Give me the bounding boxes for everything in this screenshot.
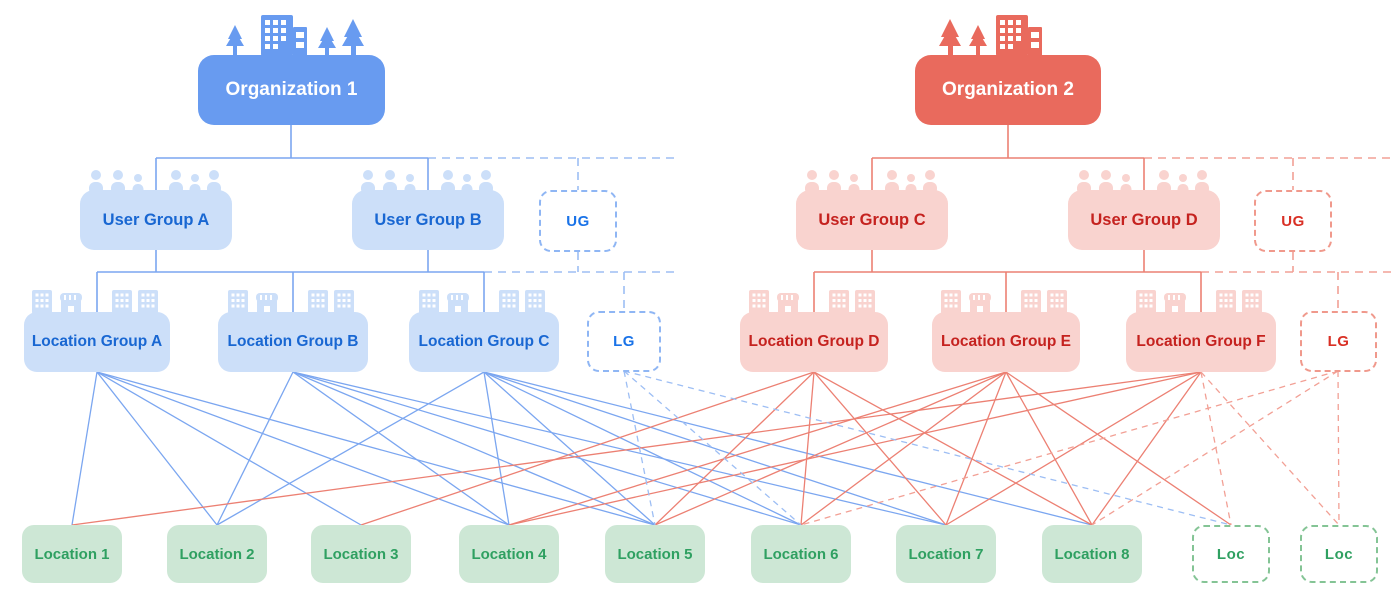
location-5-box[interactable]: Location 5 <box>605 525 705 583</box>
lg-placeholder-label: LG <box>1327 333 1350 350</box>
user-group-placeholder-red[interactable]: UG <box>1254 190 1332 252</box>
location-7-label: Location 7 <box>908 545 984 563</box>
location-group-placeholder-blue[interactable]: LG <box>587 311 661 372</box>
organization2-campus-icon <box>939 15 1042 56</box>
storefronts-icon <box>409 287 559 319</box>
location-group-f-box[interactable]: Location Group F <box>1126 312 1276 372</box>
organization1-campus-icon <box>226 15 364 56</box>
location-group-b-label: Location Group B <box>227 333 359 350</box>
location-3-label: Location 3 <box>323 545 399 563</box>
user-group-a-label: User Group A <box>102 210 210 229</box>
location-placeholder-1[interactable]: Loc <box>1192 525 1270 583</box>
location-group-b-box[interactable]: Location Group B <box>218 312 368 372</box>
user-group-a-box[interactable]: User Group A <box>80 190 232 250</box>
location-1-label: Location 1 <box>34 545 110 563</box>
location-placeholder-2[interactable]: Loc <box>1300 525 1378 583</box>
ug-placeholder-label: UG <box>1281 212 1305 230</box>
location-4-label: Location 4 <box>471 545 547 563</box>
location-7-box[interactable]: Location 7 <box>896 525 996 583</box>
location-group-c-label: Location Group C <box>418 333 550 350</box>
location-group-a-box[interactable]: Location Group A <box>24 312 170 372</box>
location-3-box[interactable]: Location 3 <box>311 525 411 583</box>
location-group-f-label: Location Group F <box>1136 333 1266 350</box>
location-group-d-label: Location Group D <box>748 333 880 350</box>
location-2-label: Location 2 <box>179 545 255 563</box>
location-group-e-box[interactable]: Location Group E <box>932 312 1080 372</box>
location-5-label: Location 5 <box>617 545 693 563</box>
storefronts-icon <box>22 287 172 319</box>
storefronts-icon <box>1126 287 1276 319</box>
location-6-label: Location 6 <box>763 545 839 563</box>
location-group-d-box[interactable]: Location Group D <box>740 312 888 372</box>
lg-placeholder-label: LG <box>613 333 635 350</box>
location-8-label: Location 8 <box>1054 545 1130 563</box>
organization-1-label: Organization 1 <box>225 79 358 100</box>
user-group-b-box[interactable]: User Group B <box>352 190 504 250</box>
storefronts-icon <box>931 287 1081 319</box>
user-group-c-label: User Group C <box>818 210 926 229</box>
user-group-c-box[interactable]: User Group C <box>796 190 948 250</box>
ug-placeholder-label: UG <box>566 212 590 230</box>
location-group-a-label: Location Group A <box>31 333 163 350</box>
organization-2-label: Organization 2 <box>942 79 1074 100</box>
location-4-box[interactable]: Location 4 <box>459 525 559 583</box>
user-group-d-box[interactable]: User Group D <box>1068 190 1220 250</box>
location-2-box[interactable]: Location 2 <box>167 525 267 583</box>
location-8-box[interactable]: Location 8 <box>1042 525 1142 583</box>
loc-placeholder-label: Loc <box>1216 545 1246 563</box>
storefronts-icon <box>739 287 889 319</box>
location-group-c-box[interactable]: Location Group C <box>409 312 559 372</box>
loc-placeholder-label: Loc <box>1324 545 1354 563</box>
location-group-placeholder-red[interactable]: LG <box>1300 311 1377 372</box>
user-group-b-label: User Group B <box>374 210 482 229</box>
user-group-d-label: User Group D <box>1090 210 1198 229</box>
location-1-box[interactable]: Location 1 <box>22 525 122 583</box>
user-group-placeholder-blue[interactable]: UG <box>539 190 617 252</box>
location-6-box[interactable]: Location 6 <box>751 525 851 583</box>
storefronts-icon <box>218 287 368 319</box>
organization-2-box[interactable]: Organization 2 <box>915 55 1101 125</box>
location-group-e-label: Location Group E <box>940 333 1072 350</box>
organization-1-box[interactable]: Organization 1 <box>198 55 385 125</box>
